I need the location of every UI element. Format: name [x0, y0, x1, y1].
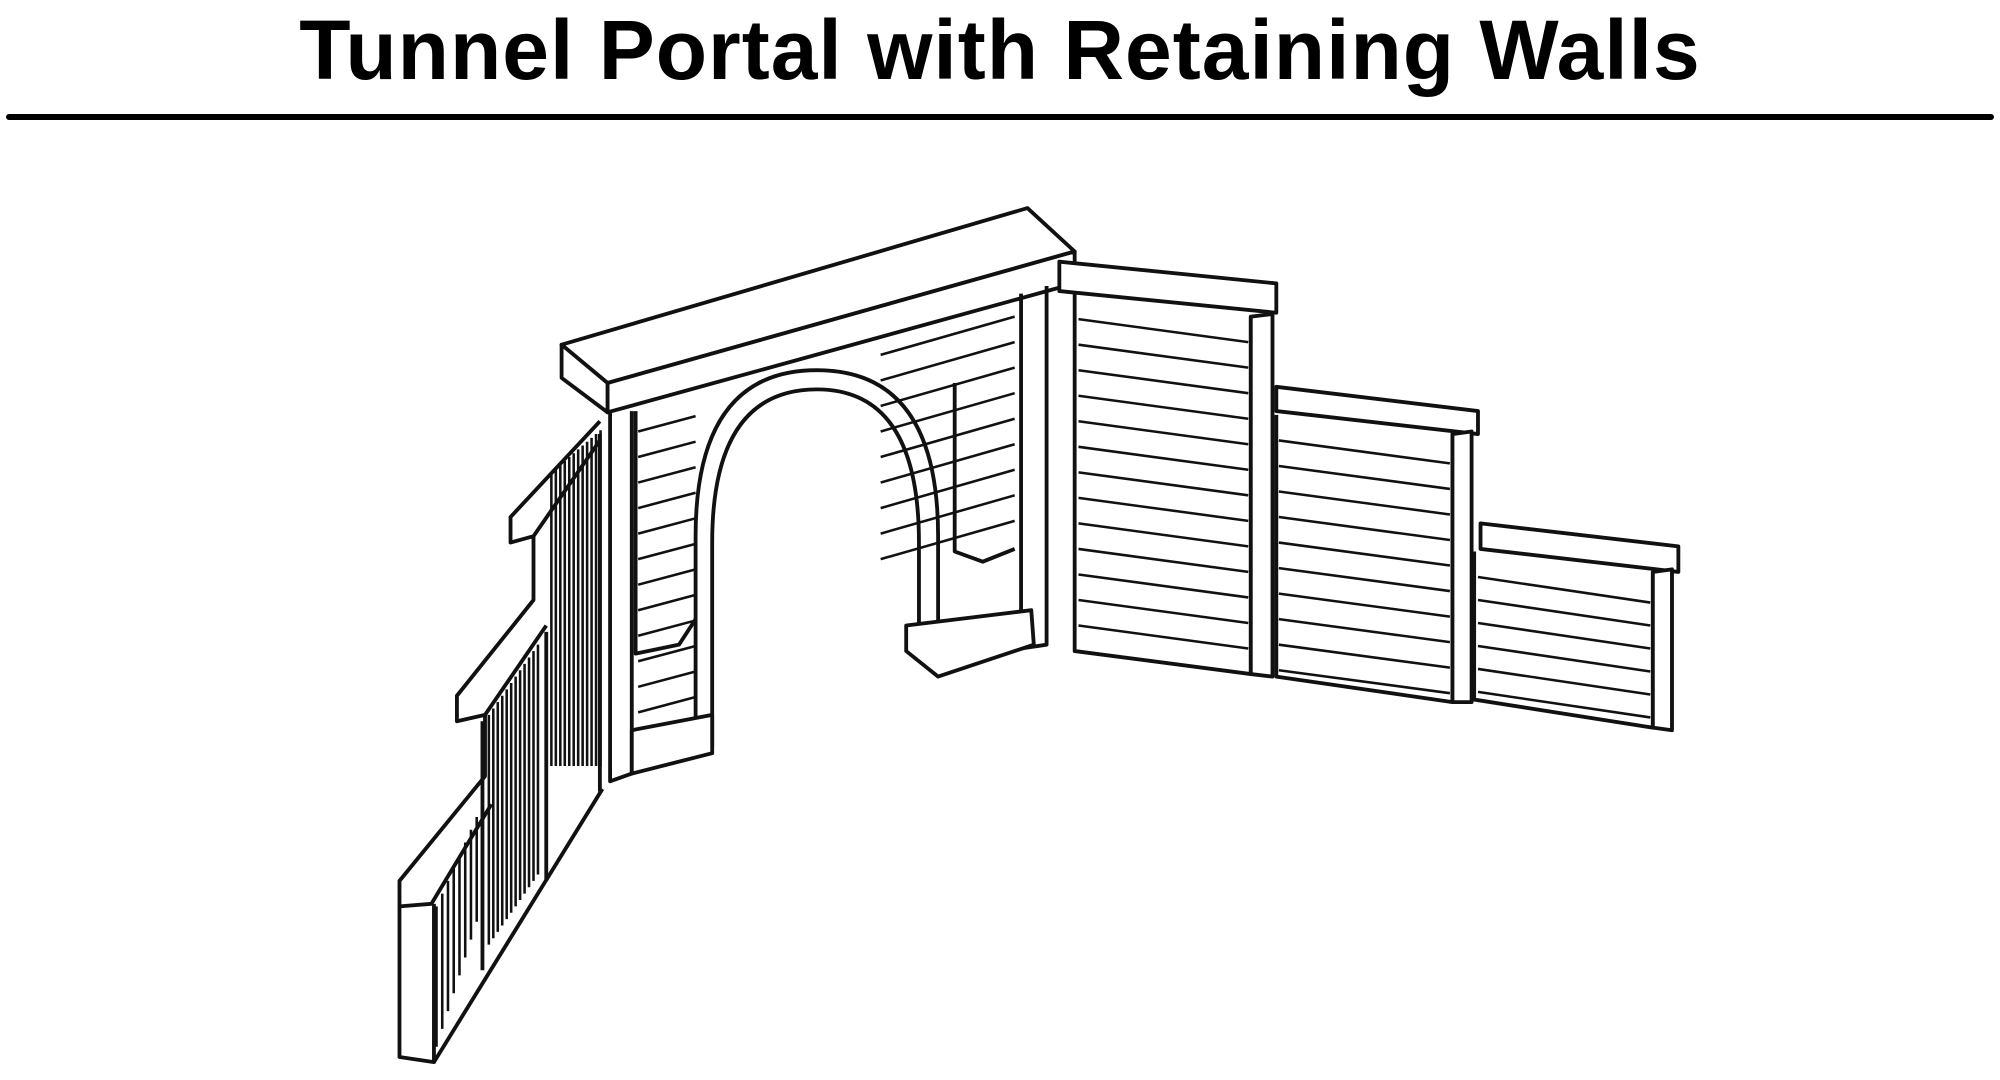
hatch-line: [637, 491, 696, 510]
hatch-line: [1278, 592, 1451, 618]
hatch-line: [880, 391, 1016, 433]
hatch-line: [1477, 598, 1651, 627]
panel-left: [633, 411, 698, 656]
right-wall-3-cap: [1478, 521, 1681, 574]
hatch-line: [880, 468, 1016, 510]
arch-base-right: [904, 608, 1036, 679]
hatch-line: [1278, 566, 1451, 593]
hatch-line: [637, 695, 696, 714]
hatch-line: [880, 519, 1016, 561]
hatch-line: [880, 315, 1016, 357]
portal-face: [608, 411, 634, 784]
hatch-line: [1078, 624, 1249, 650]
hatch-line: [880, 340, 1016, 382]
hatch-line: [1278, 464, 1451, 491]
title-divider: [6, 114, 1994, 120]
right-wall-2-post: [1450, 429, 1474, 705]
hatch-line: [1078, 522, 1249, 548]
hatch-line: [1078, 547, 1249, 574]
hatch-line: [1278, 668, 1451, 695]
hatch-line: [637, 568, 696, 586]
hatch-line: [880, 417, 1016, 459]
tunnel-arch-inner: [710, 387, 921, 747]
hatch-line: [1078, 343, 1249, 369]
hatch-line: [637, 542, 696, 561]
tunnel-arch-outer: [693, 368, 941, 754]
hatch-line: [1078, 394, 1249, 420]
hatch-line: [637, 593, 696, 612]
hatch-line: [1278, 490, 1451, 516]
hatch-line: [1477, 667, 1651, 696]
hatch-line: [1278, 643, 1451, 669]
hatch-line: [1278, 515, 1451, 542]
hatch-line: [1477, 690, 1651, 719]
hatch-line: [1477, 575, 1651, 604]
hatch-line: [1477, 621, 1651, 650]
hatch-line: [1078, 445, 1249, 472]
hatch-line: [1278, 541, 1451, 567]
hatch-line: [637, 466, 696, 484]
left-wing-bottom: [432, 787, 605, 1064]
hatch-line: [1078, 317, 1249, 344]
hatch-line: [1477, 644, 1651, 673]
right-wall-3: [1472, 551, 1655, 730]
left-wing-step-1: [508, 419, 602, 545]
arch-base-left: [629, 712, 715, 776]
hatch-line: [880, 494, 1016, 535]
hatch-line: [880, 443, 1016, 484]
hatch-line: [637, 644, 696, 663]
hatch-line: [1078, 573, 1249, 599]
hatch-line: [1278, 439, 1451, 465]
right-wall-1-cap: [1057, 259, 1279, 315]
hatch-line: [1078, 496, 1249, 523]
hatch-line: [637, 517, 696, 535]
left-wing-step-3: [397, 714, 494, 909]
diagram-title: Tunnel Portal with Retaining Walls: [299, 3, 1701, 97]
hatch-line: [1078, 368, 1249, 395]
panel-right: [952, 382, 1016, 564]
right-wall-3-post: [1650, 567, 1674, 733]
wall-hatching: [435, 315, 1651, 1047]
hatch-line: [637, 619, 696, 637]
hatch-line: [637, 414, 696, 433]
hatch-line: [637, 670, 696, 689]
right-wall-2-cap: [1274, 384, 1480, 436]
hatch-line: [1078, 598, 1249, 625]
left-wing-post: [397, 903, 436, 1065]
hatch-line: [1078, 420, 1249, 446]
right-wall-1-post: [1248, 312, 1275, 679]
hatch-line: [637, 440, 696, 459]
hatch-line: [880, 366, 1016, 408]
portal-right-edge: [1019, 285, 1049, 651]
hatch-line: [1278, 617, 1451, 644]
hatch-line: [1078, 471, 1249, 497]
right-wall-2: [1274, 414, 1455, 705]
portal-cap-end: [559, 342, 610, 415]
left-wing-step-2: [455, 536, 548, 724]
